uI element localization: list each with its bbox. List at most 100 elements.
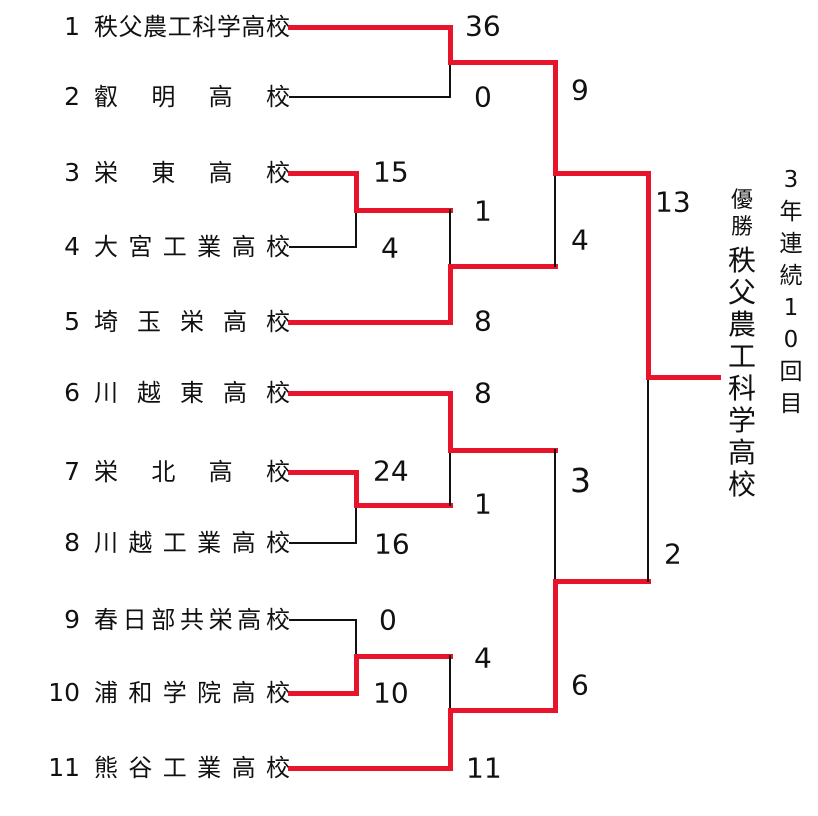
team-name-char: 工 (167, 13, 192, 41)
team-name-char: 校 (266, 379, 290, 407)
team-seed: 1 (64, 12, 80, 41)
champion-label-char: 優 (730, 188, 753, 213)
team-seed: 2 (64, 82, 80, 111)
bracket-line-loser (289, 619, 357, 621)
team-name: 浦和学院高校 (94, 676, 290, 710)
bracket-line-winner (447, 24, 453, 65)
champion-name-char: 父 (727, 276, 756, 309)
team-name-char: 工 (162, 754, 187, 782)
champion-note-char: 0 (783, 327, 799, 353)
team-name-char: 叡 (94, 83, 118, 111)
bracket-line-winner (287, 24, 453, 30)
team-name-char: 農 (143, 13, 168, 41)
match-score: 2 (664, 537, 682, 571)
bracket-line-loser (554, 172, 556, 267)
bracket-line-winner (353, 653, 359, 696)
team-seed: 5 (64, 307, 80, 336)
team-name: 熊谷工業高校 (94, 751, 290, 785)
champion-note-char: 回 (779, 359, 803, 385)
match-score: 13 (655, 185, 691, 219)
champion-label-char: 勝 (730, 215, 753, 240)
match-score: 6 (571, 668, 589, 702)
match-score: 4 (571, 223, 589, 257)
champion-name-char: 学 (727, 404, 756, 437)
team-name-char: 高 (208, 159, 233, 187)
team-name-char: 川 (94, 379, 118, 407)
team-name-char: 埼 (94, 308, 118, 336)
team-name: 叡明高校 (94, 80, 290, 114)
team-name-char: 玉 (137, 308, 161, 336)
match-score: 10 (373, 676, 409, 710)
team-seed: 9 (64, 605, 80, 634)
team-name-char: 業 (197, 529, 222, 557)
team-name-char: 日 (122, 606, 147, 634)
match-score: 9 (571, 73, 589, 107)
team-name-char: 越 (137, 379, 161, 407)
bracket-line-winner (645, 170, 651, 380)
match-score: 3 (570, 460, 591, 500)
bracket-line-winner (447, 707, 453, 771)
team-name-char: 校 (265, 679, 290, 707)
bracket-line-winner (447, 707, 558, 713)
champion-name-char: 高 (727, 436, 756, 469)
team-name-char: 高 (208, 83, 233, 111)
champion-note-char: 目 (779, 391, 803, 417)
bracket-line-winner (287, 319, 453, 325)
team-seed: 8 (64, 528, 80, 557)
bracket-line-winner (552, 59, 558, 176)
team-name-char: 業 (197, 233, 222, 261)
team-name-char: 校 (265, 529, 290, 557)
team-name-char: 科 (192, 13, 217, 41)
champion-note-char: 3 (783, 167, 799, 193)
team-name-char: 高 (237, 606, 262, 634)
team-name-char: 院 (197, 679, 222, 707)
bracket-line-winner (353, 502, 453, 508)
team-name-char: 高 (223, 308, 247, 336)
team-row: 2 叡明高校 (36, 80, 290, 114)
team-name-char: 東 (151, 159, 176, 187)
team-name: 春日部共栄高校 (94, 603, 290, 637)
team-name-char: 東 (180, 379, 204, 407)
champion-label: 優勝 (730, 190, 754, 239)
team-name-char: 部 (151, 606, 176, 634)
bracket-line-loser (449, 655, 451, 711)
bracket-line-winner (353, 653, 453, 659)
champion-note-char: 続 (779, 263, 803, 289)
champion-note-char: 連 (779, 231, 803, 257)
team-name-char: 高 (208, 458, 233, 486)
champion-note-char: 年 (779, 199, 803, 225)
team-name: 大宮工業高校 (94, 230, 290, 264)
team-name-char: 北 (151, 458, 176, 486)
bracket-line-winner (645, 374, 721, 380)
team-name-char: 校 (265, 159, 290, 187)
bracket-line-winner (447, 390, 453, 453)
champion-name-char: 秩 (727, 244, 756, 277)
team-name-char: 春 (94, 606, 118, 634)
team-name-char: 校 (266, 308, 290, 336)
champion-name: 秩父農工科学高校 (727, 247, 757, 499)
team-name-char: 谷 (128, 754, 153, 782)
team-name-char: 栄 (94, 458, 118, 486)
team-name-char: 川 (94, 529, 118, 557)
team-name-char: 浦 (94, 679, 118, 707)
match-score: 11 (466, 751, 502, 785)
champion-name-char: 農 (727, 308, 756, 341)
match-score: 24 (373, 454, 409, 488)
match-score: 8 (474, 304, 492, 338)
team-name-char: 業 (197, 754, 222, 782)
team-name: 栄北高校 (94, 455, 290, 489)
team-name-char: 宮 (128, 233, 153, 261)
team-name-char: 秩 (94, 13, 118, 41)
match-score: 4 (474, 641, 492, 675)
match-score: 1 (474, 194, 492, 228)
match-score: 4 (381, 231, 399, 265)
bracket-line-winner (287, 765, 453, 771)
bracket-line-winner (287, 170, 359, 176)
team-name: 栄東高校 (94, 156, 290, 190)
team-name: 秩父農工科学高校 (94, 10, 290, 44)
bracket-line-winner (353, 469, 359, 508)
